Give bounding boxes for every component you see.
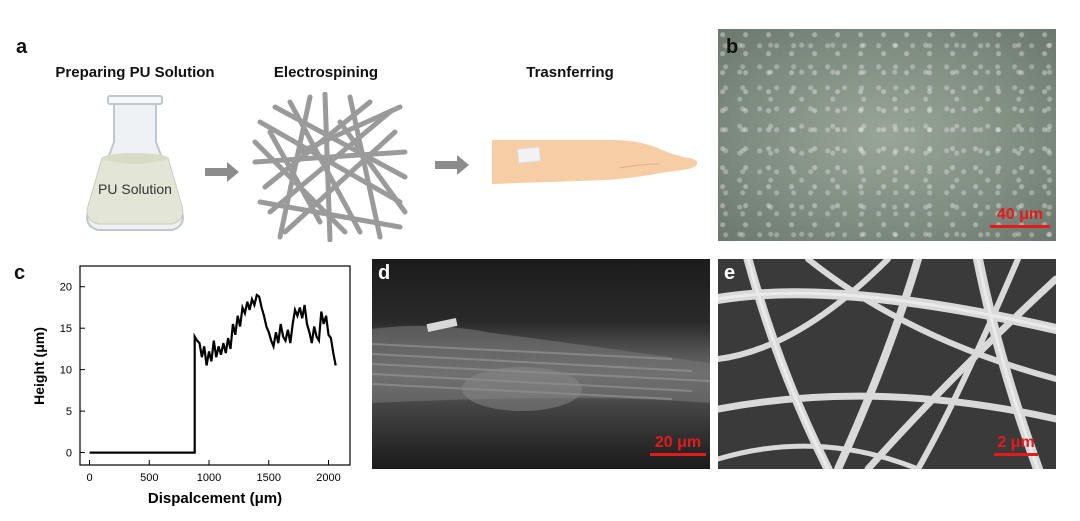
sem-cross-section-image — [372, 259, 710, 469]
height-profile-chart: 0 500 1000 1500 2000 0 5 10 15 20 Dispalcement (… — [31, 265, 351, 507]
panel-label-c: c — [14, 262, 26, 284]
y-tick-label: 10 — [60, 365, 72, 377]
x-tick-label: 1500 — [257, 472, 281, 484]
y-tick-label: 0 — [66, 448, 72, 460]
y-tick-label: 15 — [60, 323, 72, 335]
cross-section-texture — [372, 317, 710, 411]
arrow-right-icon — [205, 162, 239, 182]
scale-bar-label: 20 μm — [654, 434, 702, 451]
scale-bar-line — [650, 453, 706, 456]
flask-illustration — [86, 95, 184, 231]
step-title-preparing: Preparing PU Solution — [55, 64, 215, 81]
scale-bar-d: 20 μm — [650, 434, 706, 456]
scale-bar-label: 2 μm — [997, 434, 1035, 451]
arm-illustration — [492, 140, 698, 184]
step-title-transferring: Trasnferring — [526, 64, 614, 81]
scale-bar-line — [994, 453, 1038, 456]
flask-label: PU Solution — [98, 181, 172, 197]
scale-bar-b: 40 μm — [990, 206, 1050, 228]
arrow-right-icon — [435, 155, 469, 175]
plot-frame — [79, 265, 351, 466]
optical-micrograph — [718, 29, 1056, 241]
nanofiber-texture — [718, 259, 1056, 469]
panel-label-e: e — [724, 262, 736, 284]
scale-bar-e: 2 μm — [994, 434, 1038, 456]
scale-bar-line — [990, 225, 1050, 228]
step-title-electrospinning: Electrospining — [273, 64, 379, 81]
scale-bar-label: 40 μm — [996, 206, 1044, 223]
panel-label-d: d — [378, 262, 391, 284]
y-tick-label: 5 — [66, 406, 72, 418]
x-tick-label: 0 — [86, 472, 92, 484]
y-axis-label: Height (μm) — [31, 327, 47, 405]
height-profile-line — [89, 293, 337, 454]
x-tick-label: 1000 — [197, 472, 221, 484]
x-tick-label: 500 — [140, 472, 158, 484]
panel-label-b: b — [726, 36, 739, 58]
sem-nanofiber-image — [718, 259, 1056, 469]
y-tick-label: 20 — [60, 282, 72, 294]
x-axis-label: Dispalcement (μm) — [148, 490, 282, 507]
x-tick-label: 2000 — [316, 472, 340, 484]
fiber-mesh-illustration — [252, 92, 408, 242]
panel-label-a: a — [16, 36, 28, 58]
